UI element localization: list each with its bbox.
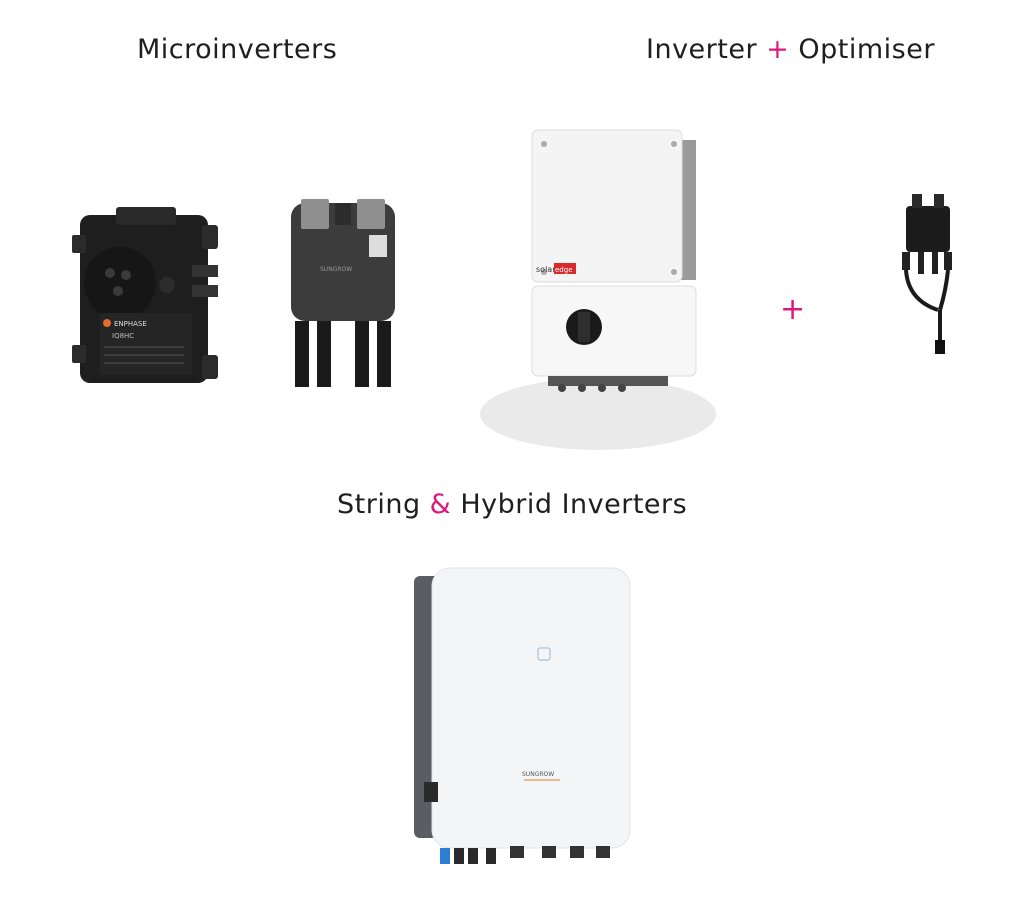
heading-hybrid-text: Hybrid Inverters — [460, 489, 688, 520]
optimiser-image — [902, 194, 952, 354]
heading-ampersand: & — [429, 489, 452, 520]
sungrow-hybrid-brand-label: SUNGROW — [522, 771, 554, 778]
enphase-microinverter-image: ENPHASE IQ8HC — [72, 207, 218, 383]
heading-plus-sign: + — [766, 34, 790, 65]
sungrow-hybrid-inverter-image: SUNGROW — [414, 567, 631, 864]
heading-inverter-optimiser: Inverter + Optimiser — [646, 34, 935, 65]
enphase-brand-label: ENPHASE — [114, 320, 147, 328]
solaredge-brand-accent-label: edge — [555, 266, 573, 274]
sungrow-micro-brand-label: SUNGROW — [320, 266, 352, 273]
sungrow-microinverter-image: SUNGROW — [291, 199, 395, 387]
plus-separator: + — [780, 292, 806, 327]
solaredge-brand-label: solar — [536, 265, 556, 274]
heading-optimiser-text: Optimiser — [798, 34, 935, 65]
heading-microinverters-text: Microinverters — [137, 34, 338, 65]
heading-string-hybrid: String & Hybrid Inverters — [337, 489, 687, 520]
solaredge-inverter-image: solar edge — [480, 129, 716, 450]
heading-inverter-text: Inverter — [646, 34, 758, 65]
heading-microinverters: Microinverters — [137, 34, 337, 65]
enphase-model-label: IQ8HC — [112, 332, 134, 340]
heading-string-text: String — [337, 489, 421, 520]
